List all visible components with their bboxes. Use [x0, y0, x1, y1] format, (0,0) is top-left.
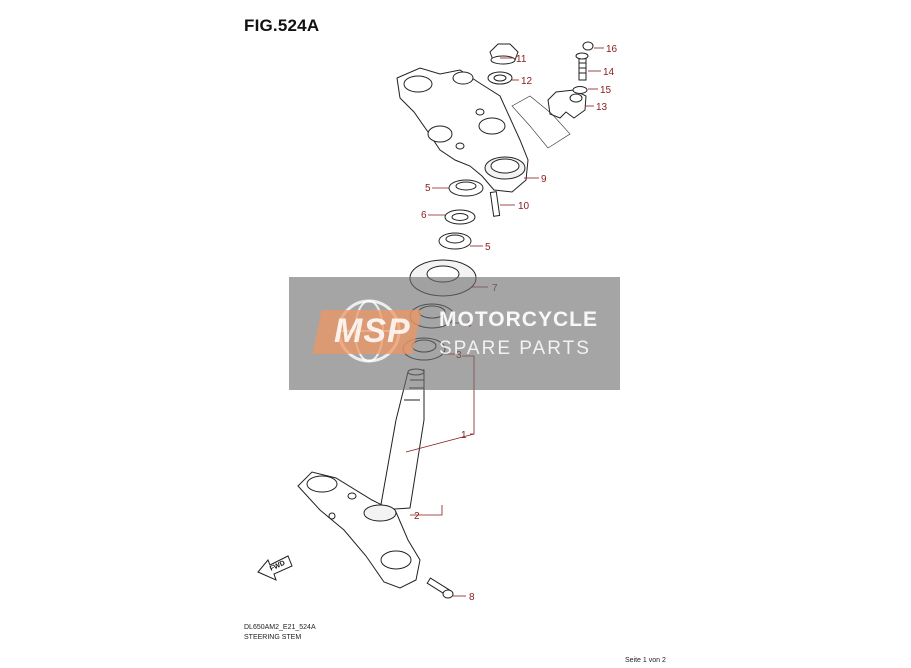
- callout-2: 2: [414, 511, 420, 522]
- part-5-nut-lower: [438, 232, 472, 250]
- part-14-bolt: [575, 52, 589, 81]
- callout-5-lower: 5: [485, 242, 491, 253]
- lower-bracket: [297, 471, 421, 589]
- watermark-logo-text: MSP: [334, 312, 411, 350]
- watermark-line1: MOTORCYCLE: [439, 308, 598, 331]
- part-11-cap: [489, 43, 519, 65]
- figure-title: FIG.524A: [244, 16, 320, 35]
- footer-page: Seite 1 von 2: [625, 657, 666, 664]
- part-5-nut-upper: [448, 179, 484, 197]
- part-1-stem: [379, 368, 425, 511]
- part-16-cap: [582, 41, 594, 51]
- callout-13: 13: [596, 102, 608, 113]
- watermark-line2: SPARE PARTS: [439, 338, 591, 359]
- upper-bracket: [396, 67, 529, 193]
- part-13-holder: [547, 89, 587, 119]
- callout-12: 12: [521, 76, 533, 87]
- callout-16: 16: [606, 44, 618, 55]
- callout-15: 15: [600, 85, 612, 96]
- fwd-arrow: FWD: [257, 555, 293, 581]
- part-6-washer: [444, 209, 476, 225]
- callout-8: 8: [469, 592, 475, 603]
- callout-6: 6: [421, 210, 427, 221]
- callout-11: 11: [516, 54, 527, 65]
- callout-10: 10: [518, 201, 530, 212]
- watermark-banner: MSP MOTORCYCLE SPARE PARTS: [289, 277, 620, 390]
- footer-name: STEERING STEM: [244, 634, 302, 641]
- callout-9: 9: [541, 174, 547, 185]
- part-10-bolt: [489, 191, 501, 217]
- part-8-bolt: [426, 577, 454, 599]
- callout-14: 14: [603, 67, 615, 78]
- footer-code: DL650AM2_E21_524A: [244, 624, 316, 631]
- callout-1: 1: [461, 430, 467, 441]
- callout-5-upper: 5: [425, 183, 431, 194]
- part-12-washer: [487, 71, 513, 85]
- part-15-washer: [572, 86, 588, 94]
